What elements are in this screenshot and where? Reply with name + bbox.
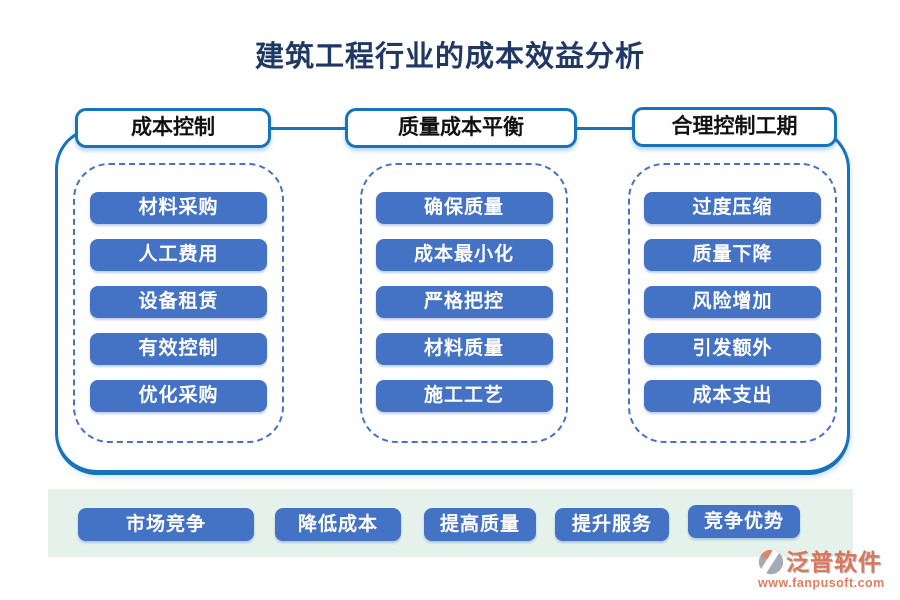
diagram-node: 成本最小化 — [375, 239, 553, 271]
column-quality-cost-balance: 确保质量 成本最小化 严格把控 材料质量 施工工艺 — [360, 163, 568, 443]
diagram-node: 优化采购 — [90, 380, 267, 412]
diagram-node: 材料质量 — [375, 333, 553, 365]
diagram-node: 设备租赁 — [90, 286, 267, 318]
column-cost-control: 材料采购 人工费用 设备租赁 有效控制 优化采购 — [73, 163, 284, 443]
footer-node-improve-service: 提升服务 — [555, 508, 669, 541]
vendor-url: www.fanpusoft.com — [758, 576, 885, 590]
diagram-node: 严格把控 — [375, 286, 553, 318]
page-title: 建筑工程行业的成本效益分析 — [254, 41, 645, 73]
footer-node-reduce-cost: 降低成本 — [275, 508, 401, 541]
footer-node-improve-quality: 提高质量 — [424, 508, 536, 541]
footer-benefits-band: 市场竞争 降低成本 提高质量 提升服务 竞争优势 — [48, 489, 853, 557]
diagram-node: 质量下降 — [644, 239, 821, 271]
diagram-node: 施工工艺 — [375, 380, 553, 412]
footer-node-competitive-advantage: 竞争优势 — [688, 505, 800, 538]
diagram-node: 确保质量 — [375, 192, 553, 224]
column-header-schedule-control: 合理控制工期 — [632, 107, 837, 147]
vendor-watermark: 泛普软件 www.fanpusoft.com — [758, 549, 885, 590]
column-schedule-control: 过度压缩 质量下降 风险增加 引发额外 成本支出 — [628, 163, 837, 443]
diagram-node: 风险增加 — [644, 286, 821, 318]
column-header-cost-control: 成本控制 — [75, 108, 271, 148]
diagram-node: 过度压缩 — [644, 192, 821, 224]
diagram-node: 有效控制 — [90, 333, 267, 365]
fanpu-logo-icon — [758, 549, 784, 575]
column-header-quality-cost-balance: 质量成本平衡 — [345, 108, 577, 148]
diagram-node: 人工费用 — [90, 239, 267, 271]
diagram-node: 引发额外 — [644, 333, 821, 365]
diagram-node: 成本支出 — [644, 380, 821, 412]
footer-node-market-competition: 市场竞争 — [78, 508, 254, 541]
vendor-name: 泛普软件 — [786, 549, 882, 575]
diagram-node: 材料采购 — [90, 192, 267, 224]
